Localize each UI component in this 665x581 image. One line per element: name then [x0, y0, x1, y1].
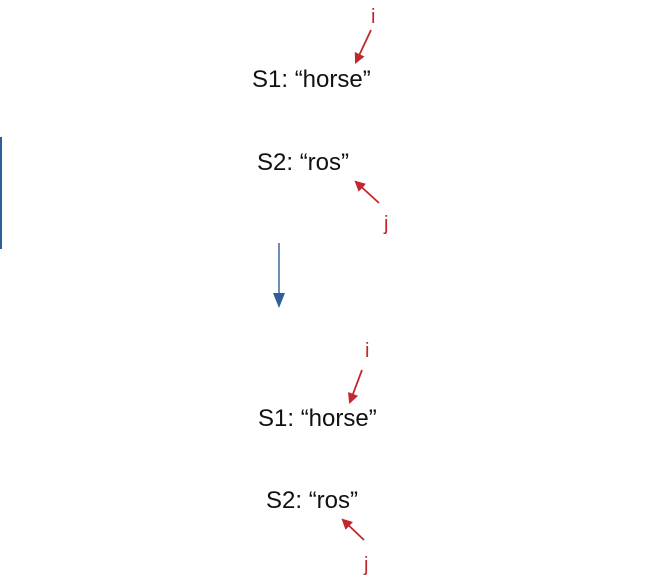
bottom-i-pointer-arrow: [347, 369, 363, 405]
bottom-j-label: j: [364, 554, 369, 576]
top-s1-text: S1: “horse”: [252, 66, 371, 93]
top-s2-text: S2: “ros”: [257, 149, 350, 176]
bottom-i-label: i: [365, 340, 370, 362]
bottom-j-pointer-arrow: [341, 518, 365, 541]
transition-arrow-head: [273, 293, 285, 308]
bottom-s1-text: S1: “horse”: [258, 405, 377, 432]
bottom-s2-text: S2: “ros”: [266, 487, 359, 514]
top-j-pointer-arrow: [354, 180, 380, 204]
top-i-pointer-arrow: [354, 29, 372, 64]
top-j-label: j: [384, 213, 389, 235]
top-i-label: i: [371, 6, 376, 28]
left-edge-bar: [0, 137, 2, 249]
